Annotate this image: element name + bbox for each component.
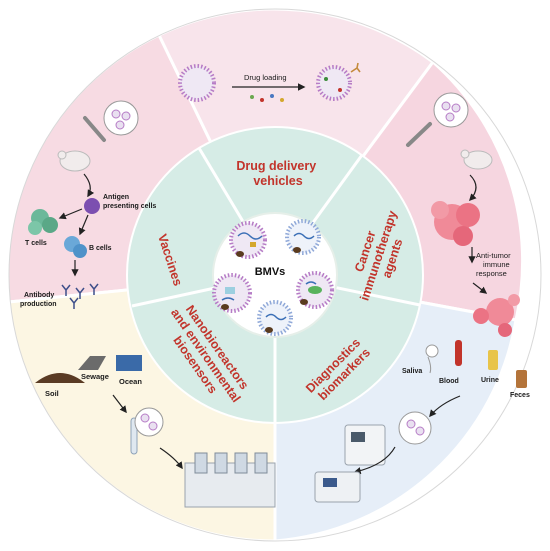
b-cells-label: B cells [89, 245, 112, 252]
saliva-icon [425, 344, 439, 374]
syringe-icon [406, 122, 432, 147]
t-cells-icon [28, 209, 58, 235]
urine-cup-icon [488, 350, 498, 370]
feces-cup-icon [516, 370, 527, 388]
drug-delivery-title-line: vehicles [253, 174, 302, 188]
anti-tumor-line: immune [483, 260, 510, 269]
vesicle-icon [178, 64, 216, 102]
anti-tumor-line: Anti-tumor [476, 251, 511, 260]
soil-icon [35, 373, 85, 383]
tumor-icon [431, 201, 480, 246]
nano-panel: Soil Sewage Ocean [35, 355, 276, 508]
mouse-icon [463, 150, 493, 170]
sample-label: Saliva [402, 368, 422, 375]
drug-delivery-title: Drug delivery vehicles [236, 159, 319, 188]
center-vesicles: BMVs [212, 219, 334, 336]
anti-tumor-line: response [476, 269, 507, 278]
vesicle-zoom-icon [398, 411, 432, 445]
ocean-icon [116, 355, 142, 371]
vesicle-icon [229, 221, 267, 259]
analyzer-icon [344, 424, 386, 466]
sample-label: Blood [439, 378, 459, 385]
loaded-vesicle-icon [316, 65, 352, 101]
analyzer-icon [314, 471, 361, 503]
syringe-icon [83, 116, 106, 142]
apc-label: Antigen presenting cells [103, 194, 156, 210]
antibody-line: production [20, 301, 57, 308]
source-label: Sewage [81, 372, 109, 381]
sample-label: Feces [510, 392, 530, 399]
vesicle-icon [285, 219, 321, 255]
vesicle-icon [296, 271, 334, 309]
center-label: BMVs [255, 266, 286, 278]
fragmented-tumor-icon [473, 294, 520, 337]
sample-label: Urine [481, 377, 499, 384]
source-label: Ocean [119, 377, 142, 386]
apc-line: Antigen [103, 194, 129, 201]
vesicle-zoom-icon [103, 100, 139, 136]
diagnostics-panel: Saliva Blood Urine Feces [314, 340, 530, 503]
drug-delivery-panel: Drug loading [178, 62, 361, 102]
antibody-line: Antibody [24, 292, 54, 299]
source-label: Soil [45, 389, 59, 398]
vesicle-zoom-icon [134, 407, 164, 437]
vaccines-panel: Antigen presenting cells T cells B cells… [20, 100, 156, 309]
apc-line: presenting cells [103, 203, 156, 210]
antibody-label: Antibody production [20, 292, 57, 308]
bioreactor-icon [184, 452, 276, 508]
sewage-icon [78, 356, 106, 370]
cancer-panel: Anti-tumor immune response [406, 92, 520, 337]
b-cells-icon [64, 236, 87, 258]
drug-delivery-title-line: Drug delivery [236, 159, 316, 173]
mouse-icon [59, 150, 91, 172]
apc-icon [84, 198, 100, 214]
vesicle-icon [257, 300, 293, 336]
vesicle-zoom-icon [433, 92, 469, 128]
blood-tube-icon [455, 340, 462, 366]
antibody-icon [61, 283, 99, 309]
drug-loading-label: Drug loading [244, 73, 287, 82]
vesicle-icon [212, 273, 252, 313]
anti-tumor-label: Anti-tumor immune response [476, 251, 513, 278]
t-cells-label: T cells [25, 240, 47, 247]
